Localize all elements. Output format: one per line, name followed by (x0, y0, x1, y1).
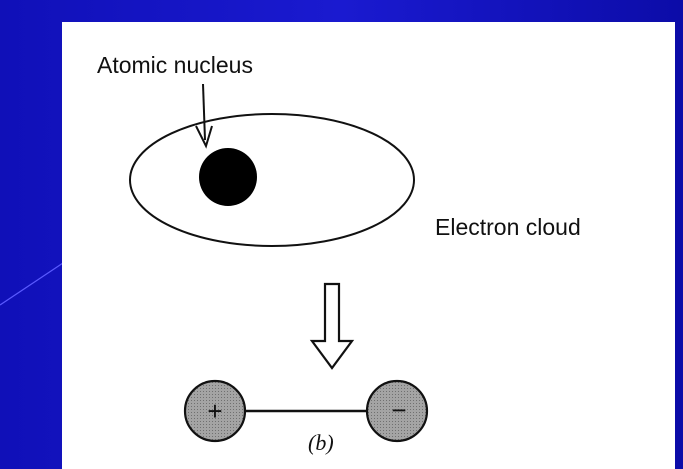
positive-sign: + (207, 396, 222, 426)
diagram-panel: + − Atomic nucleus Electron cloud (b) (62, 22, 675, 469)
diagram-drawing: + − (129, 83, 429, 443)
nucleus-pointer-head (195, 125, 213, 149)
nucleus-label: Atomic nucleus (97, 52, 253, 78)
negative-sign: − (391, 395, 406, 425)
atomic-nucleus (199, 148, 257, 206)
electron-cloud (129, 113, 415, 247)
nucleus-pointer-line (202, 83, 206, 141)
negative-charge (365, 379, 429, 443)
electron-cloud-label: Electron cloud (435, 214, 581, 240)
positive-charge (183, 379, 247, 443)
figure-caption: (b) (308, 430, 334, 455)
transform-arrow-icon (309, 282, 355, 370)
